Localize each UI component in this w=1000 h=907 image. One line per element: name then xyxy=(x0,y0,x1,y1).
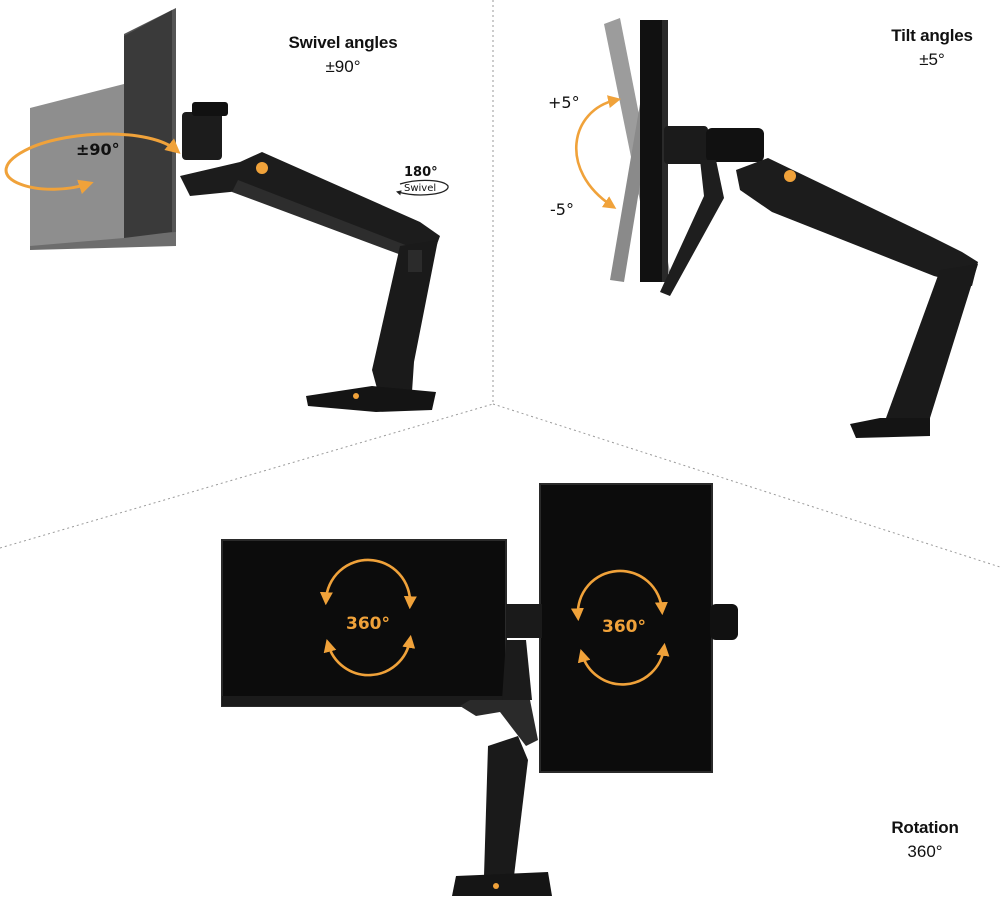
tilt-riser xyxy=(886,264,978,418)
tilt-arrow xyxy=(575,95,622,209)
tilt-panel xyxy=(575,18,978,438)
swivel-title: Swivel angles xyxy=(288,33,398,52)
swivel-monitor xyxy=(30,84,124,246)
swivel-caption: Swivel angles ±90° xyxy=(283,33,403,77)
rotation-panel xyxy=(221,483,738,896)
panel-dividers xyxy=(0,0,1000,568)
base-swivel-arrow xyxy=(395,179,449,196)
swivel-base xyxy=(306,386,436,412)
tilt-minus-label: -5° xyxy=(550,200,574,219)
right-rotation-arrow-top xyxy=(570,569,668,622)
rotation-title: Rotation xyxy=(891,818,959,837)
right-rotation-arrow-bottom xyxy=(577,642,670,686)
left-rotation-arrow-bottom xyxy=(323,634,416,677)
swivel-value: ±90° xyxy=(325,57,361,76)
tilt-screen xyxy=(640,20,662,282)
rotation-left-monitor xyxy=(221,539,507,707)
left-rotation-arrow-top xyxy=(319,558,417,610)
tilt-value: ±5° xyxy=(919,50,945,69)
swivel-riser xyxy=(372,240,438,392)
base-swivel-word: Swivel xyxy=(404,183,436,194)
swivel-panel xyxy=(4,8,449,412)
tilt-title: Tilt angles xyxy=(891,26,973,45)
rotation-right-monitor xyxy=(539,483,713,773)
tilt-caption: Tilt angles ±5° xyxy=(882,26,982,70)
tilt-arm xyxy=(736,158,978,286)
rotation-caption: Rotation 360° xyxy=(880,818,970,862)
base-swivel-degree: 180° xyxy=(404,165,438,180)
swivel-arrow-label: ±90° xyxy=(76,140,120,159)
tilt-base xyxy=(850,418,930,438)
right-rotation-label: 360° xyxy=(602,617,646,637)
rotation-base xyxy=(452,872,552,896)
tilt-plus-label: +5° xyxy=(548,93,580,112)
left-rotation-label: 360° xyxy=(346,614,390,634)
swivel-arm xyxy=(180,152,440,258)
swivel-arrow xyxy=(4,132,181,194)
rotation-value: 360° xyxy=(907,842,943,861)
rotation-riser xyxy=(484,736,528,876)
